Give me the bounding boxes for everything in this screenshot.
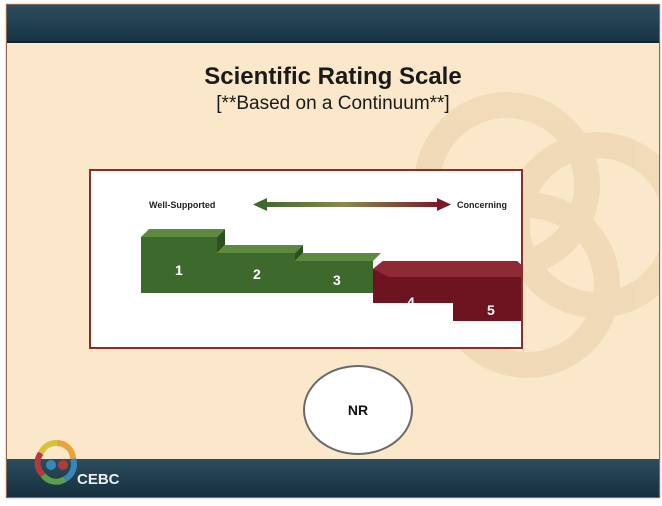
concerning-label: Concerning bbox=[457, 200, 507, 210]
step-1: 1 bbox=[175, 262, 183, 278]
step-5: 5 bbox=[487, 302, 495, 318]
cebc-logo-icon bbox=[34, 439, 78, 485]
not-rated-circle: NR bbox=[303, 365, 413, 455]
step-3: 3 bbox=[333, 272, 341, 288]
well-supported-label: Well-Supported bbox=[149, 200, 215, 210]
continuum-arrow bbox=[253, 198, 451, 211]
bottom-bar bbox=[7, 459, 659, 497]
slide-subtitle: [**Based on a Continuum**] bbox=[216, 93, 450, 114]
rating-scale-panel: Well-Supported Concerning 1 2 bbox=[89, 169, 523, 349]
slide: Scientific Rating Scale [**Based on a Co… bbox=[6, 4, 660, 498]
step-4: 4 bbox=[407, 294, 415, 310]
cebc-brand-text: CEBC bbox=[77, 471, 120, 488]
slide-title: Scientific Rating Scale bbox=[204, 63, 462, 90]
top-bar bbox=[7, 5, 659, 43]
rating-scale-graphic: Well-Supported Concerning 1 2 bbox=[141, 198, 521, 321]
not-rated-label: NR bbox=[347, 402, 369, 418]
concerning-steps bbox=[373, 261, 521, 321]
step-2: 2 bbox=[253, 266, 261, 282]
supported-steps bbox=[141, 229, 381, 293]
